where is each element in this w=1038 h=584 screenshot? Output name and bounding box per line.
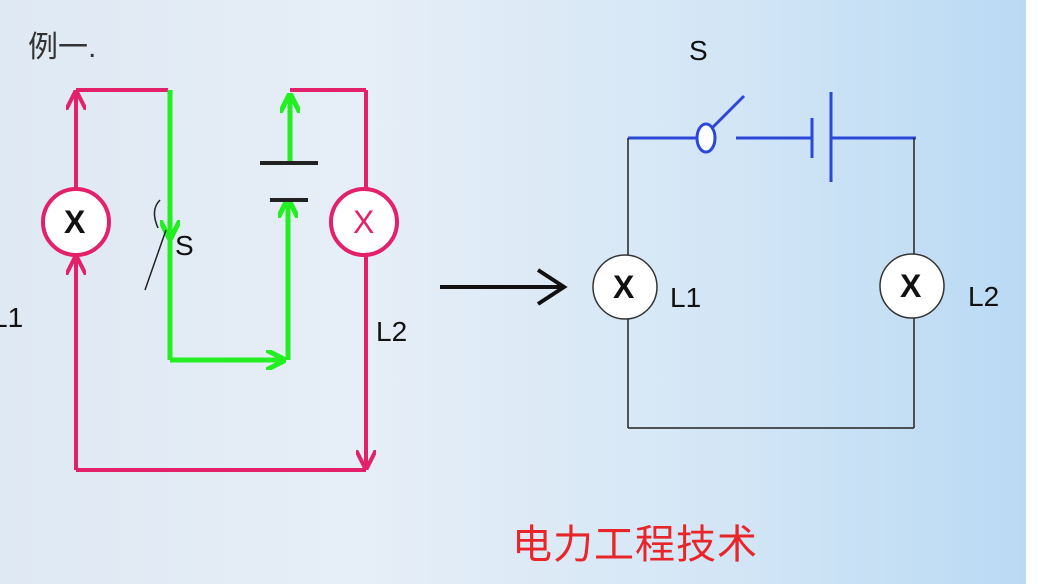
right-circuit-wires xyxy=(592,92,945,429)
lamp2-label-left: L2 xyxy=(376,316,408,347)
lamp2-label-right: L2 xyxy=(968,281,1000,312)
switch-contact-icon xyxy=(695,122,717,154)
lamp-l2-right xyxy=(879,253,945,319)
lamp-l1-left-symbol: X xyxy=(64,204,86,240)
left-circuit-loop xyxy=(76,88,366,472)
lamp-l2-left-symbol: X xyxy=(353,204,375,240)
lamp-l1-right-symbol: X xyxy=(613,269,635,305)
lamp1-label-right: L1 xyxy=(670,282,702,313)
watermark-text: 电力工程技术 xyxy=(512,522,758,568)
example-title: 例一. xyxy=(28,31,97,64)
lamp-l1-left xyxy=(41,187,111,257)
switch-label-right: S xyxy=(689,35,708,66)
transform-arrow xyxy=(440,268,568,306)
lamp-l1-right xyxy=(592,254,658,320)
current-path xyxy=(170,90,290,360)
lamp-l2-right-symbol: X xyxy=(900,268,922,304)
switch-label-left: S xyxy=(175,230,194,261)
lamp1-label-left: L1 xyxy=(0,302,24,333)
right-edge-strip xyxy=(1026,0,1038,584)
switch-left xyxy=(144,199,167,291)
lamp-l2-left xyxy=(329,187,399,257)
battery-left xyxy=(260,161,318,202)
